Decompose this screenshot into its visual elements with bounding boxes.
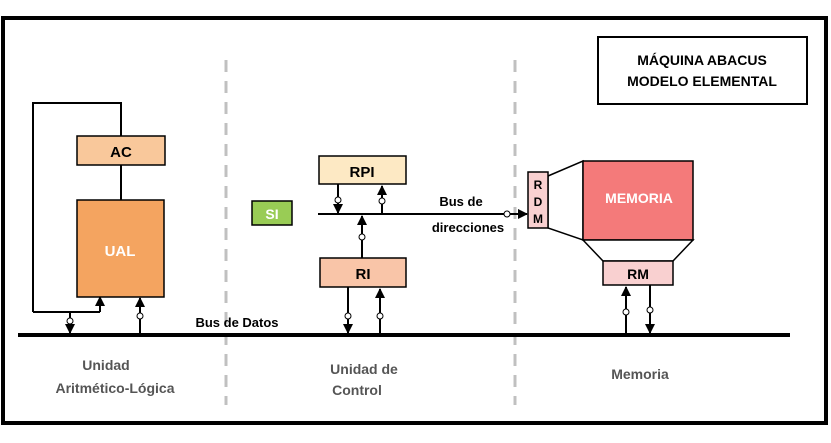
ri-tap-1 [344, 312, 352, 320]
rdm-label-d: D [534, 195, 543, 209]
address-bus-label-2: direcciones [432, 220, 504, 235]
rpi-register [318, 155, 407, 185]
section-control-line-2: Control [332, 382, 382, 398]
rm-label: RM [627, 266, 649, 282]
address-bus-tap [503, 210, 511, 218]
rm-tap-1 [622, 308, 630, 316]
ac-register [76, 135, 166, 166]
rm-register [602, 260, 674, 286]
ual-tap-2 [136, 312, 144, 320]
section-control-line-1: Unidad de [330, 361, 398, 377]
data-bus-label: Bus de Datos [195, 315, 278, 330]
rpi-tap-1 [334, 196, 342, 204]
rpi-label: RPI [349, 164, 374, 181]
rdm-register [527, 171, 549, 229]
rm-connector [581, 239, 695, 262]
section-ual-line-1: Unidad [82, 357, 129, 373]
ac-label: AC [110, 144, 132, 161]
section-ual-line-2: Aritmético-Lógica [55, 380, 174, 396]
memoria-block [582, 160, 694, 241]
rdm-label-r: R [534, 178, 543, 192]
rpi-tap-2 [378, 197, 386, 205]
si-block [251, 200, 293, 226]
memoria-label: MEMORIA [605, 190, 673, 206]
section-memoria: Memoria [611, 366, 669, 382]
ri-label: RI [356, 266, 371, 283]
ual-tap-1 [66, 317, 74, 325]
ual-block [76, 199, 165, 298]
title-line-2: MODELO ELEMENTAL [627, 73, 777, 89]
rdm-label-m: M [533, 212, 543, 226]
address-bus-label-1: Bus de [439, 194, 482, 209]
si-label: SI [265, 206, 278, 222]
ri-register [319, 257, 407, 288]
ual-label: UAL [105, 243, 136, 260]
ri-tap [358, 233, 366, 241]
ual-feedback-loop [32, 102, 122, 312]
ri-tap-2 [376, 312, 384, 320]
title-box [597, 36, 808, 105]
rm-tap-2 [646, 306, 654, 314]
title-line-1: MÁQUINA ABACUS [637, 52, 767, 68]
